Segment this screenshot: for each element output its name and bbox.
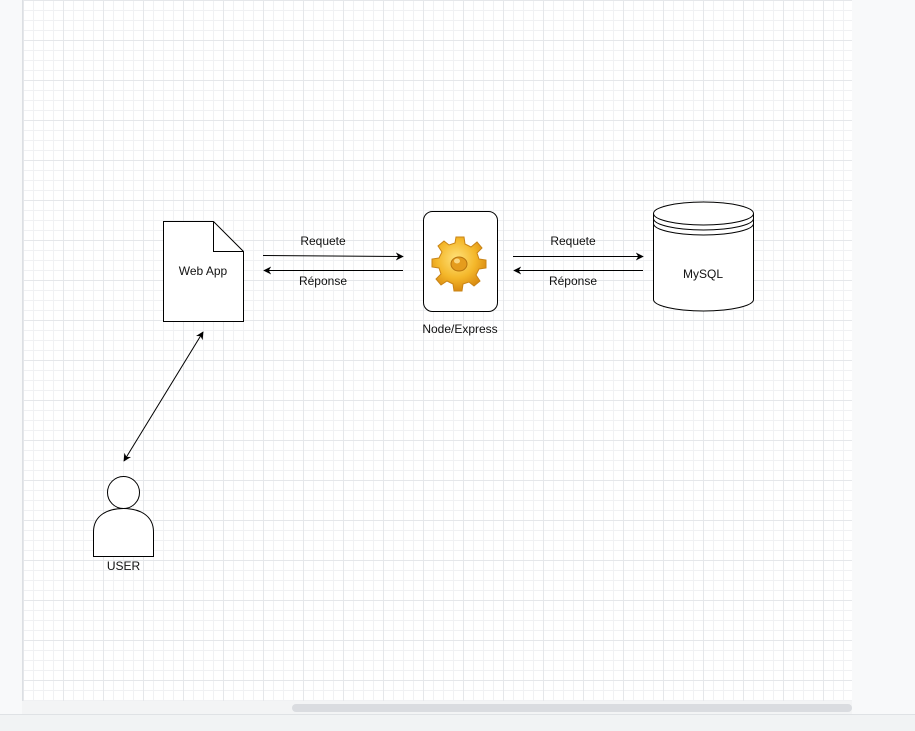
edge-label-requete-2: Requete [550,234,596,248]
user-icon [93,476,154,557]
gear-icon [431,236,487,292]
edge-node-to-webapp[interactable]: Réponse [263,266,403,289]
node-express-node[interactable]: Node/Express [422,211,498,337]
edge-mysql-to-node[interactable]: Réponse [513,266,643,289]
edge-label-requete-1: Requete [300,234,346,248]
bottom-bar [0,714,915,731]
user-label: USER [107,559,141,573]
web-app-label: Web App [179,264,228,278]
edge-user-webapp[interactable] [123,331,204,462]
edge-label-reponse-2: Réponse [549,274,597,288]
edge-node-to-mysql[interactable]: Requete [513,234,644,261]
node-express-label: Node/Express [422,322,497,336]
edge-webapp-to-node[interactable]: Requete [262,234,404,261]
mysql-node[interactable]: MySQL [653,201,754,312]
mysql-label: MySQL [683,267,723,281]
web-app-node[interactable]: Web App [163,221,244,322]
edge-label-reponse-1: Réponse [299,274,347,288]
right-panel-strip [852,0,915,714]
left-panel-strip [0,0,22,730]
horizontal-scrollbar[interactable] [292,704,852,712]
user-node[interactable]: USER [93,476,154,574]
